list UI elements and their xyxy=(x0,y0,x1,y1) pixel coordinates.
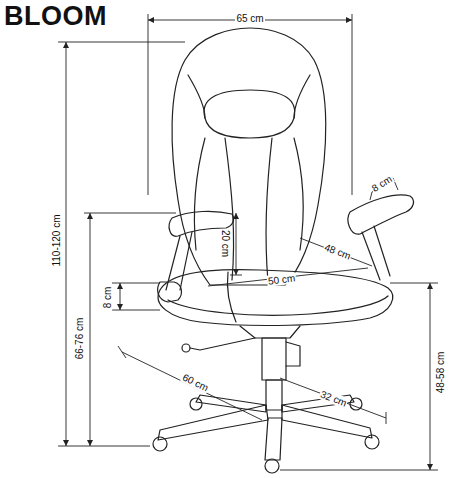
base-diameter-dimension: 60 cm xyxy=(180,371,211,394)
seat-height-dimension: 48-58 cm xyxy=(436,350,447,394)
armrest-height-dimension: 20 cm xyxy=(220,228,231,257)
title: BLOOM xyxy=(4,0,107,32)
armrest-floor-dimension: 66-76 cm xyxy=(75,316,86,360)
seat-depth-dimension: 48 cm xyxy=(322,241,353,262)
armrest-width-dimension: 8 cm xyxy=(369,172,395,194)
seat-thickness-dimension: 8 cm xyxy=(102,285,113,309)
total-height-dimension: 110-120 cm xyxy=(50,213,61,267)
seat-width-dimension: 50 cm xyxy=(267,272,297,286)
width-dimension: 65 cm xyxy=(235,13,264,24)
